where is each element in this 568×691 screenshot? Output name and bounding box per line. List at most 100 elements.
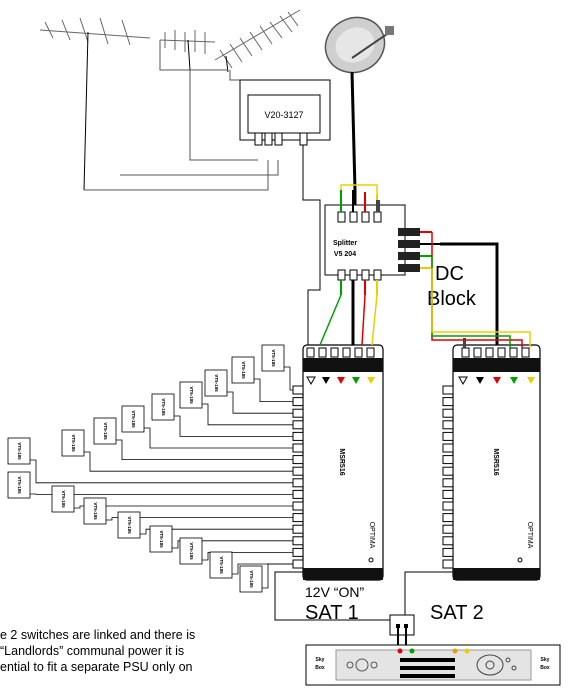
outlet-cable [74,505,293,509]
splitter-box: Splitter V5 204 [324,184,440,345]
outlet-label: VT5-185 [93,502,98,520]
twin-wall-plate [389,614,415,645]
switch1-output-port [292,513,304,523]
outlet-cable [116,439,293,461]
outlet-label: VT5-185 [161,398,166,416]
switch2-left-ports [442,385,454,569]
switch1-output-port [292,536,304,546]
outlet-label: VT5-185 [17,476,22,494]
switch1-output-port [292,524,304,534]
switch1-output-port [292,478,304,488]
yagi-antenna-left [39,17,151,191]
switch1-output-port [292,385,304,395]
outlet-cable [254,378,293,403]
switch2-model-label: MSR516 [492,448,499,475]
wall-outlet-icon: VT5-185 [179,537,203,565]
switch2-output-port [442,431,454,441]
outlet-label: VT5-185 [17,442,22,460]
switch1-model-label: MSR516 [338,448,345,475]
outlet-cable [172,540,293,549]
dc-block-line1: DC [435,263,464,285]
wall-outlet-icon: VT5-185 [149,525,173,553]
wall-outlet-icon: VT5-185 [209,551,233,579]
outlet-label: VT5-185 [271,349,276,367]
dc-block-line2: Block [427,288,477,310]
wall-outlet-icon: VT5-185 [231,356,255,384]
outlet-label: VT5-185 [214,374,219,392]
wall-outlet-icon: VT5-185 [151,393,175,421]
switch2-output-port [442,536,454,546]
switch2-output-port [442,397,454,407]
outlet-cable [106,517,293,521]
switch1-left-ports [292,385,304,569]
wall-outlet-icon: VT5-185 [7,437,31,465]
outlet-label: VT5-185 [189,386,194,404]
switch1-output-port [292,455,304,465]
tv-antenna-middle [159,30,216,71]
switch1-output-port [292,559,304,569]
switch2-output-port [442,420,454,430]
sat2-cable [404,571,453,628]
note-line-3: ential to fit a separate PSU only on [0,660,193,674]
wall-outlet-icon: VT5-185 [83,497,107,525]
outlet-label: VT5-185 [103,422,108,440]
outlet-cable [202,403,293,426]
wall-outlet-icon: VT5-185 [7,471,31,499]
switch2-feed-cable [440,242,499,345]
sat2-label: SAT 2 [430,602,484,624]
outlet-label: VT5-185 [131,410,136,428]
switch1-output-port [292,420,304,430]
switch2-output-port [442,489,454,499]
amplifier-model-label: V20-3127 [264,110,303,120]
wall-outlet-icon: VT5-185 [117,511,141,539]
switch2-output-port [442,443,454,453]
switch2-brand-label: OPTIMA [526,522,533,549]
log-periodic-antenna [214,9,301,73]
splitter-label-line2: V5 204 [334,251,356,258]
switch2-output-port [442,501,454,511]
outlet-label: VT5-185 [71,434,76,452]
outlet-label: VT5-185 [189,542,194,560]
outlet-cable [262,563,293,589]
switch2-output-port [442,408,454,418]
wall-outlet-icon: VT5-185 [51,485,75,513]
multiswitch-1: MSR516 OPTIMA [302,344,384,581]
note-line-2: “Landlords” communal power it is [0,644,185,658]
outlet-cable [227,391,293,414]
multiswitch-2: MSR516 OPTIMA [452,338,541,581]
switch1-output-port [292,466,304,476]
outlet-label: VT5-185 [61,490,66,508]
wall-outlet-icon: VT5-185 [261,344,285,372]
outlet-cables [30,366,293,589]
installation-note: e 2 switches are linked and there is “La… [0,627,275,675]
splitter-top-ports [337,184,382,223]
switch1-output-port [292,408,304,418]
outlet-label: VT5-185 [219,556,224,574]
satellite-dish-icon [324,16,394,191]
switch2-output-port [442,466,454,476]
switch1-output-port [292,443,304,453]
wall-outlet-icon: VT5-185 [121,405,145,433]
switch2-output-port [442,524,454,534]
switch2-output-port [442,385,454,395]
outlet-label: VT5-185 [241,361,246,379]
outlet-label: VT5-185 [127,516,132,534]
sat1-label: SAT 1 [305,602,359,624]
switch1-output-port [292,489,304,499]
splitter-right-ports [398,228,440,272]
power-on-label: 12V “ON” [305,584,364,600]
switch1-output-port [292,397,304,407]
wall-outlet-icon: VT5-185 [93,417,117,445]
switch2-output-port [442,559,454,569]
wall-outlets: VT5-185VT5-185VT5-185VT5-185VT5-185VT5-1… [7,344,285,593]
outlet-cable [84,451,293,472]
outlet-cable [30,459,293,484]
wall-outlet-icon: VT5-185 [61,429,85,457]
switch1-brand-label: OPTIMA [368,522,375,549]
splitter-bottom-ports [337,269,382,345]
outlet-label: VT5-185 [159,530,164,548]
outlet-cable [140,528,293,535]
